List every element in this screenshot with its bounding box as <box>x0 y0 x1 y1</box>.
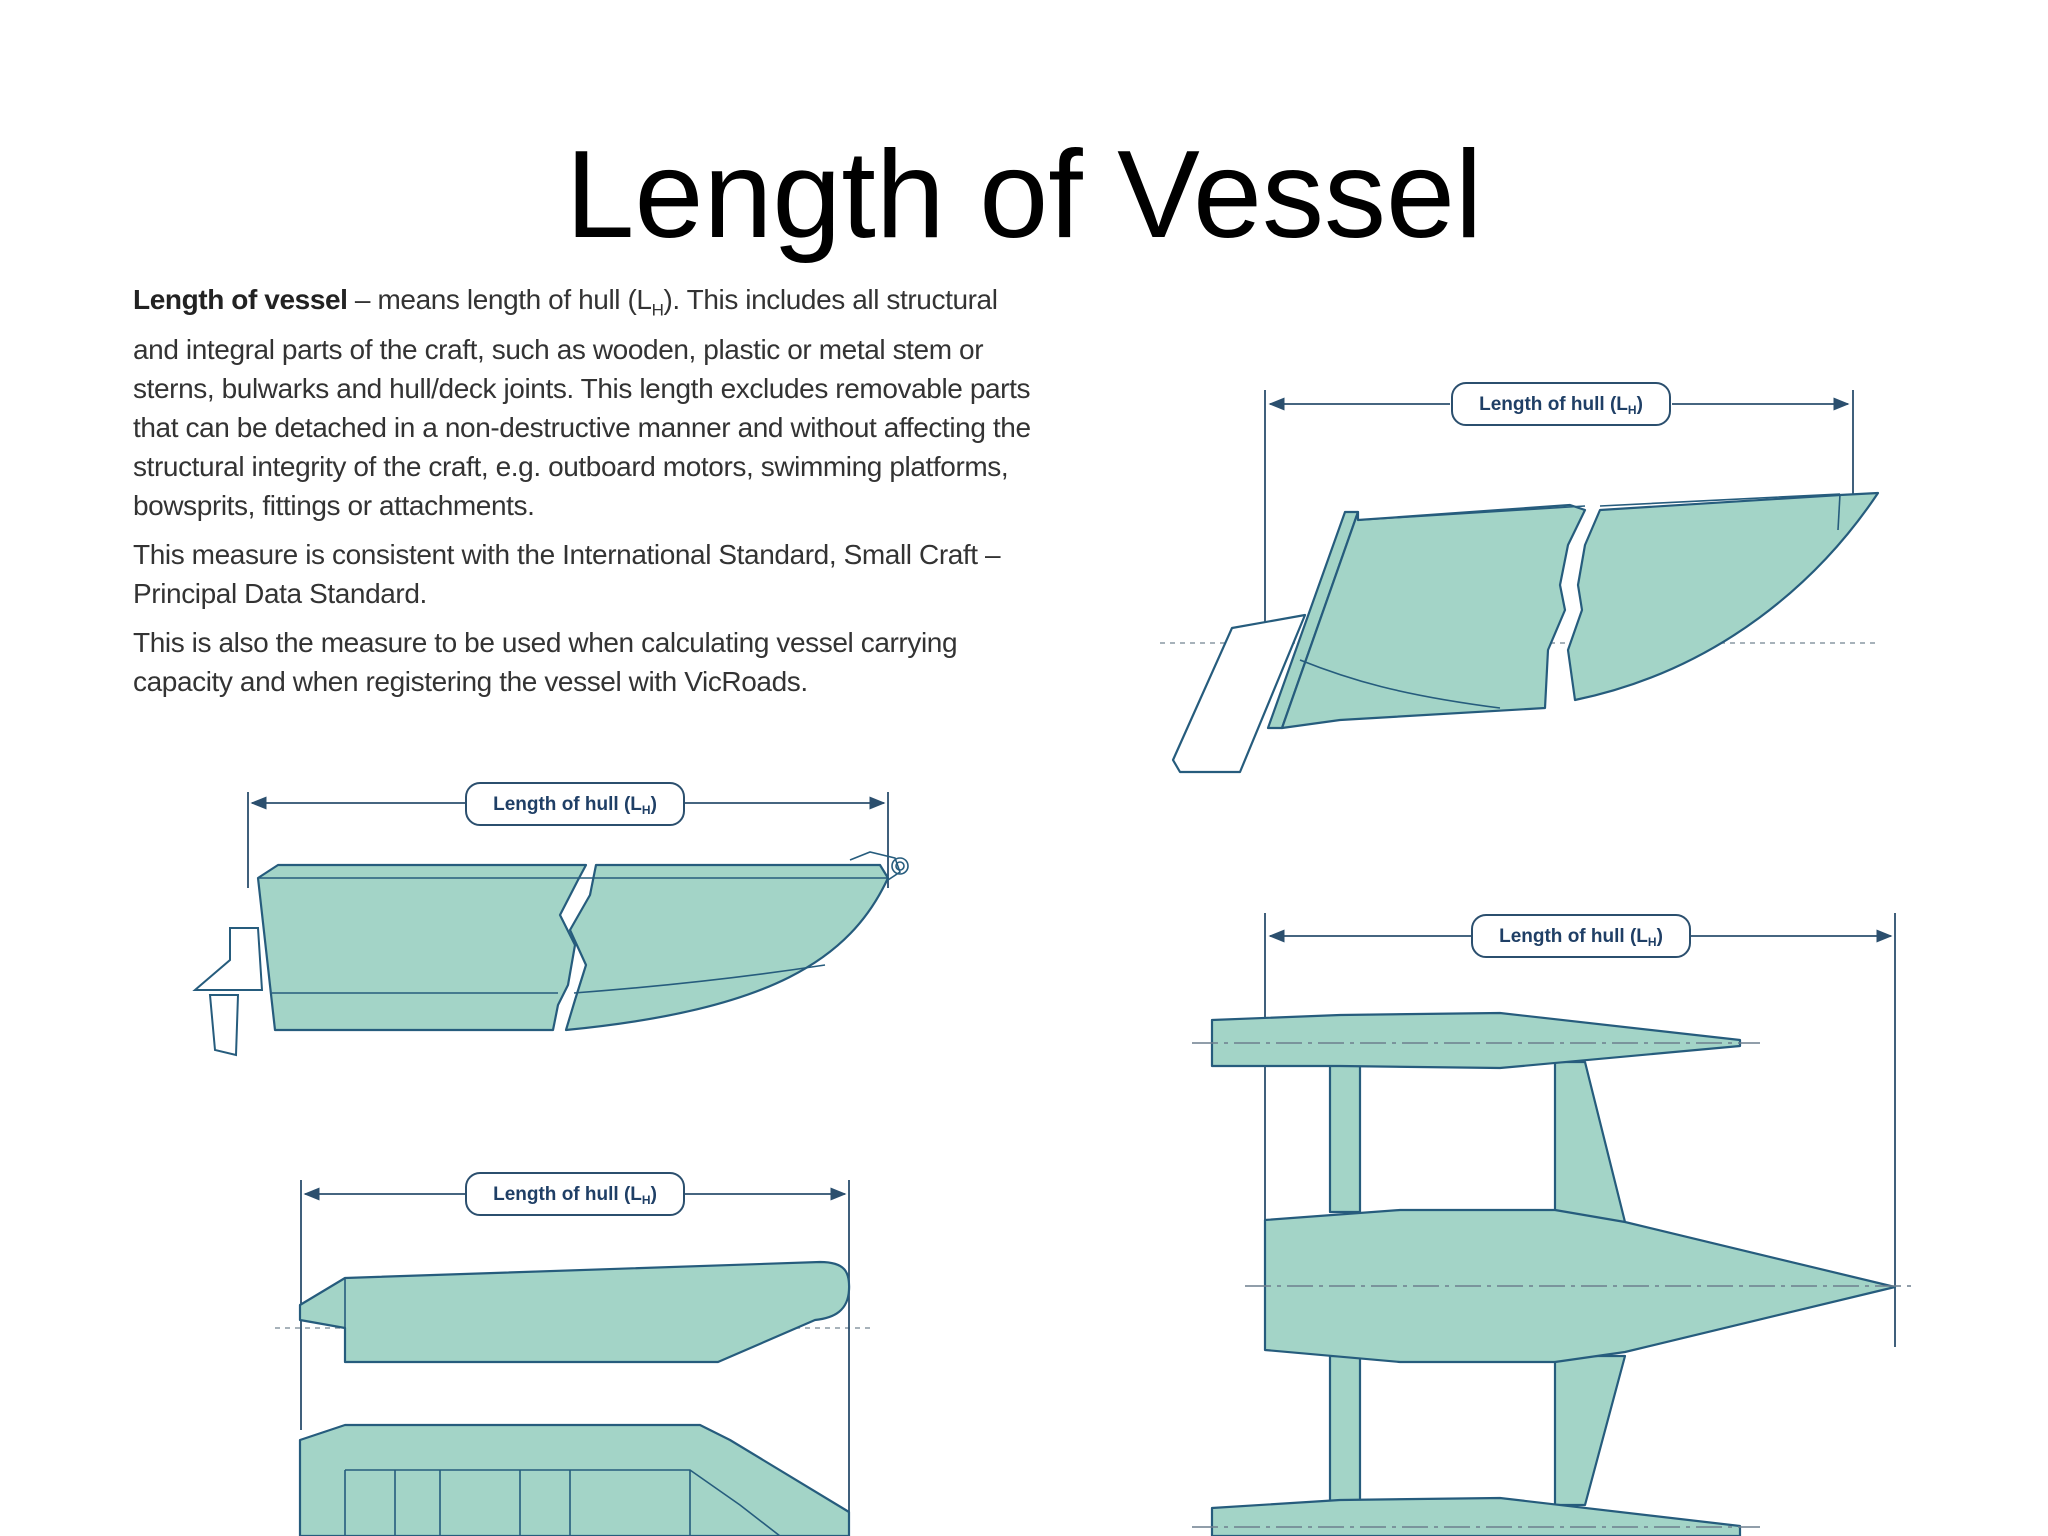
gunwale <box>1359 493 1841 521</box>
label-pill <box>1451 382 1671 426</box>
dimension-label-text: Length of hull (LH) <box>493 1184 657 1207</box>
definition-text: Length of vessel – means length of hull … <box>133 280 1033 711</box>
definition-body: ). This includes all structural and inte… <box>133 284 1031 521</box>
diagram-inflatable: Length of hull (LH) <box>275 1172 875 1536</box>
inflatable-side-view <box>298 1260 851 1364</box>
cross-beam-aft <box>1328 1060 1362 1214</box>
bow-stem <box>1837 493 1841 531</box>
inner-tube-line <box>345 1469 781 1536</box>
floor-boards <box>344 1470 691 1536</box>
definition-paragraph-1: Length of vessel – means length of hull … <box>133 280 1033 525</box>
diagram-runabout: Length of hull (LH) <box>192 782 909 1057</box>
dimension-label: Length of hull (LH) <box>1451 382 1671 426</box>
label-pill <box>465 782 685 826</box>
port-float <box>1210 1011 1742 1070</box>
definition-intro: – means length of hull (L <box>347 284 652 315</box>
chine-line <box>272 964 826 994</box>
definition-term: Length of vessel <box>133 284 348 315</box>
swim-platform <box>1171 613 1307 774</box>
main-hull <box>1263 1208 1897 1364</box>
definition-subscript: H <box>651 300 664 320</box>
hull-aft-section <box>1280 503 1587 730</box>
outboard-motor <box>192 927 264 991</box>
dimension-label-text: Length of hull (LH) <box>1479 394 1643 417</box>
dimension-label: Length of hull (LH) <box>465 1172 685 1216</box>
outboard-leg <box>208 994 240 1057</box>
cross-beam-fwd <box>1553 1060 1627 1224</box>
dimension-label: Length of hull (LH) <box>1471 914 1691 958</box>
label-pill <box>465 1172 685 1216</box>
hull-aft-section <box>256 863 588 1032</box>
starboard-float <box>1210 1496 1742 1536</box>
dimension-label-text: Length of hull (LH) <box>493 794 657 817</box>
definition-paragraph-3: This is also the measure to be used when… <box>133 626 958 697</box>
hull-bow-section <box>1566 491 1880 702</box>
label-pill <box>1471 914 1691 958</box>
cross-beam-fwd-lower <box>1553 1354 1627 1507</box>
page-title: Length of Vessel <box>565 126 1483 264</box>
diagram-trimaran: Length of hull (LH) <box>1192 913 1915 1536</box>
hull-bow-section <box>564 863 890 1032</box>
chine-line <box>1299 659 1501 709</box>
bow-fitting <box>849 851 901 881</box>
definition-paragraph-2: This measure is consistent with the Inte… <box>133 538 1001 609</box>
bow-eye-inner <box>895 861 905 871</box>
bow-eye-icon <box>891 857 909 875</box>
diagram-bowrider: Length of hull (LH) <box>1160 382 1880 774</box>
inflatable-plan-view <box>298 1423 851 1536</box>
dimension-label-text: Length of hull (LH) <box>1499 926 1663 949</box>
dimension-label: Length of hull (LH) <box>465 782 685 826</box>
